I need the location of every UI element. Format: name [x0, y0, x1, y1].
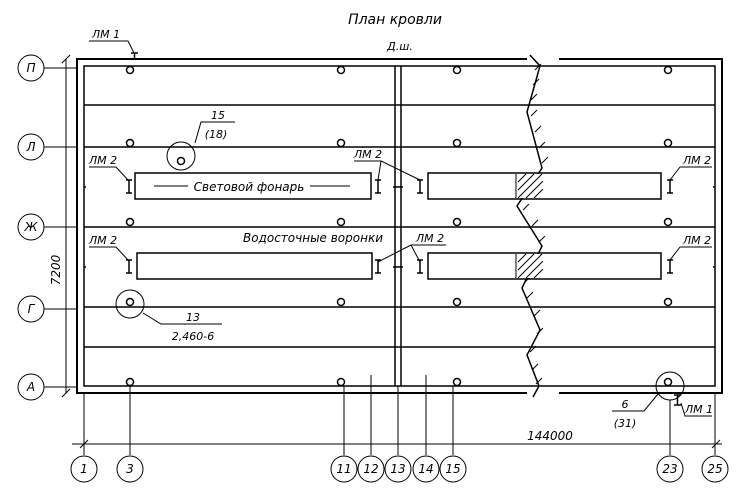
column-axis-11: 11	[330, 386, 358, 483]
column-axis-label: 15	[445, 462, 460, 476]
column-axis-label: 1	[80, 462, 88, 476]
skylight-hatch	[515, 173, 544, 279]
dimension-width: 144000	[527, 429, 573, 443]
column-axis-label: 3	[126, 462, 134, 476]
callout-lm2-left-lower: ЛМ 2	[88, 234, 117, 247]
break-line	[516, 54, 559, 398]
column-axis-23: 23	[656, 400, 684, 483]
leader-lines	[89, 40, 712, 417]
row-axis-label: Г	[28, 302, 36, 316]
roof-outline	[76, 58, 723, 394]
row-axes: П Л Ж Г А	[17, 54, 77, 401]
column-axis-3: 3	[116, 386, 144, 483]
drains-label: Водосточные воронки	[243, 231, 383, 245]
callout-lm2-center-upper: ЛМ 2	[353, 148, 382, 161]
skylight-background	[86, 180, 713, 273]
column-axis-13: 13	[384, 386, 412, 483]
row-axis-label: П	[26, 61, 35, 75]
column-axis-12: 12	[357, 375, 385, 483]
row-axis-label: Ж	[24, 220, 39, 234]
callout-lm1-bottom: ЛМ 1	[684, 403, 713, 416]
column-axis-label: 11	[336, 462, 351, 476]
column-axis-label: 12	[363, 462, 378, 476]
column-axis-label: 23	[662, 462, 677, 476]
callout-13-sub: 2,460-6	[172, 330, 214, 343]
row-axis-3: Ж	[17, 213, 77, 241]
parapet-label: Д.ш.	[386, 40, 413, 53]
column-axis-label: 25	[707, 462, 722, 476]
column-axis-label: 14	[418, 462, 433, 476]
roof-panel-lines	[84, 104, 715, 348]
expansion-joint	[394, 66, 402, 386]
callout-15-sub: (18)	[205, 128, 228, 141]
callout-6-sub: (31)	[614, 417, 637, 430]
row-axis-label: А	[26, 380, 35, 394]
callout-lm2-right-lower: ЛМ 2	[682, 234, 711, 247]
row-axis-4: Г	[17, 295, 77, 323]
column-axis-25: 25	[701, 393, 729, 483]
column-axis-label: 13	[390, 462, 405, 476]
row-axis-1: П	[17, 54, 77, 82]
callout-13: 13	[186, 311, 200, 324]
row-axis-5: А	[17, 373, 77, 401]
row-axis-2: Л	[17, 133, 77, 161]
drawing-title: План кровли	[348, 12, 442, 28]
callout-15: 15	[211, 109, 225, 122]
callout-lm2-left-upper: ЛМ 2	[88, 154, 117, 167]
roof-drains	[125, 65, 673, 387]
callout-6: 6	[622, 398, 629, 411]
callout-lm2-center-lower: ЛМ 2	[415, 232, 444, 245]
skylight-label: Световой фонарь	[194, 180, 305, 194]
dimension-height: 7200	[49, 254, 63, 285]
column-axis-1: 1	[70, 393, 98, 483]
row-axis-label: Л	[25, 140, 35, 154]
ladder-symbols	[126, 52, 681, 406]
dimension-lines	[61, 54, 722, 449]
column-axis-14: 14	[412, 375, 440, 483]
skylights	[134, 172, 662, 280]
column-axis-15: 15	[439, 386, 467, 483]
callout-lm1-top: ЛМ 1	[91, 28, 120, 41]
callout-lm2-right-upper: ЛМ 2	[682, 154, 711, 167]
